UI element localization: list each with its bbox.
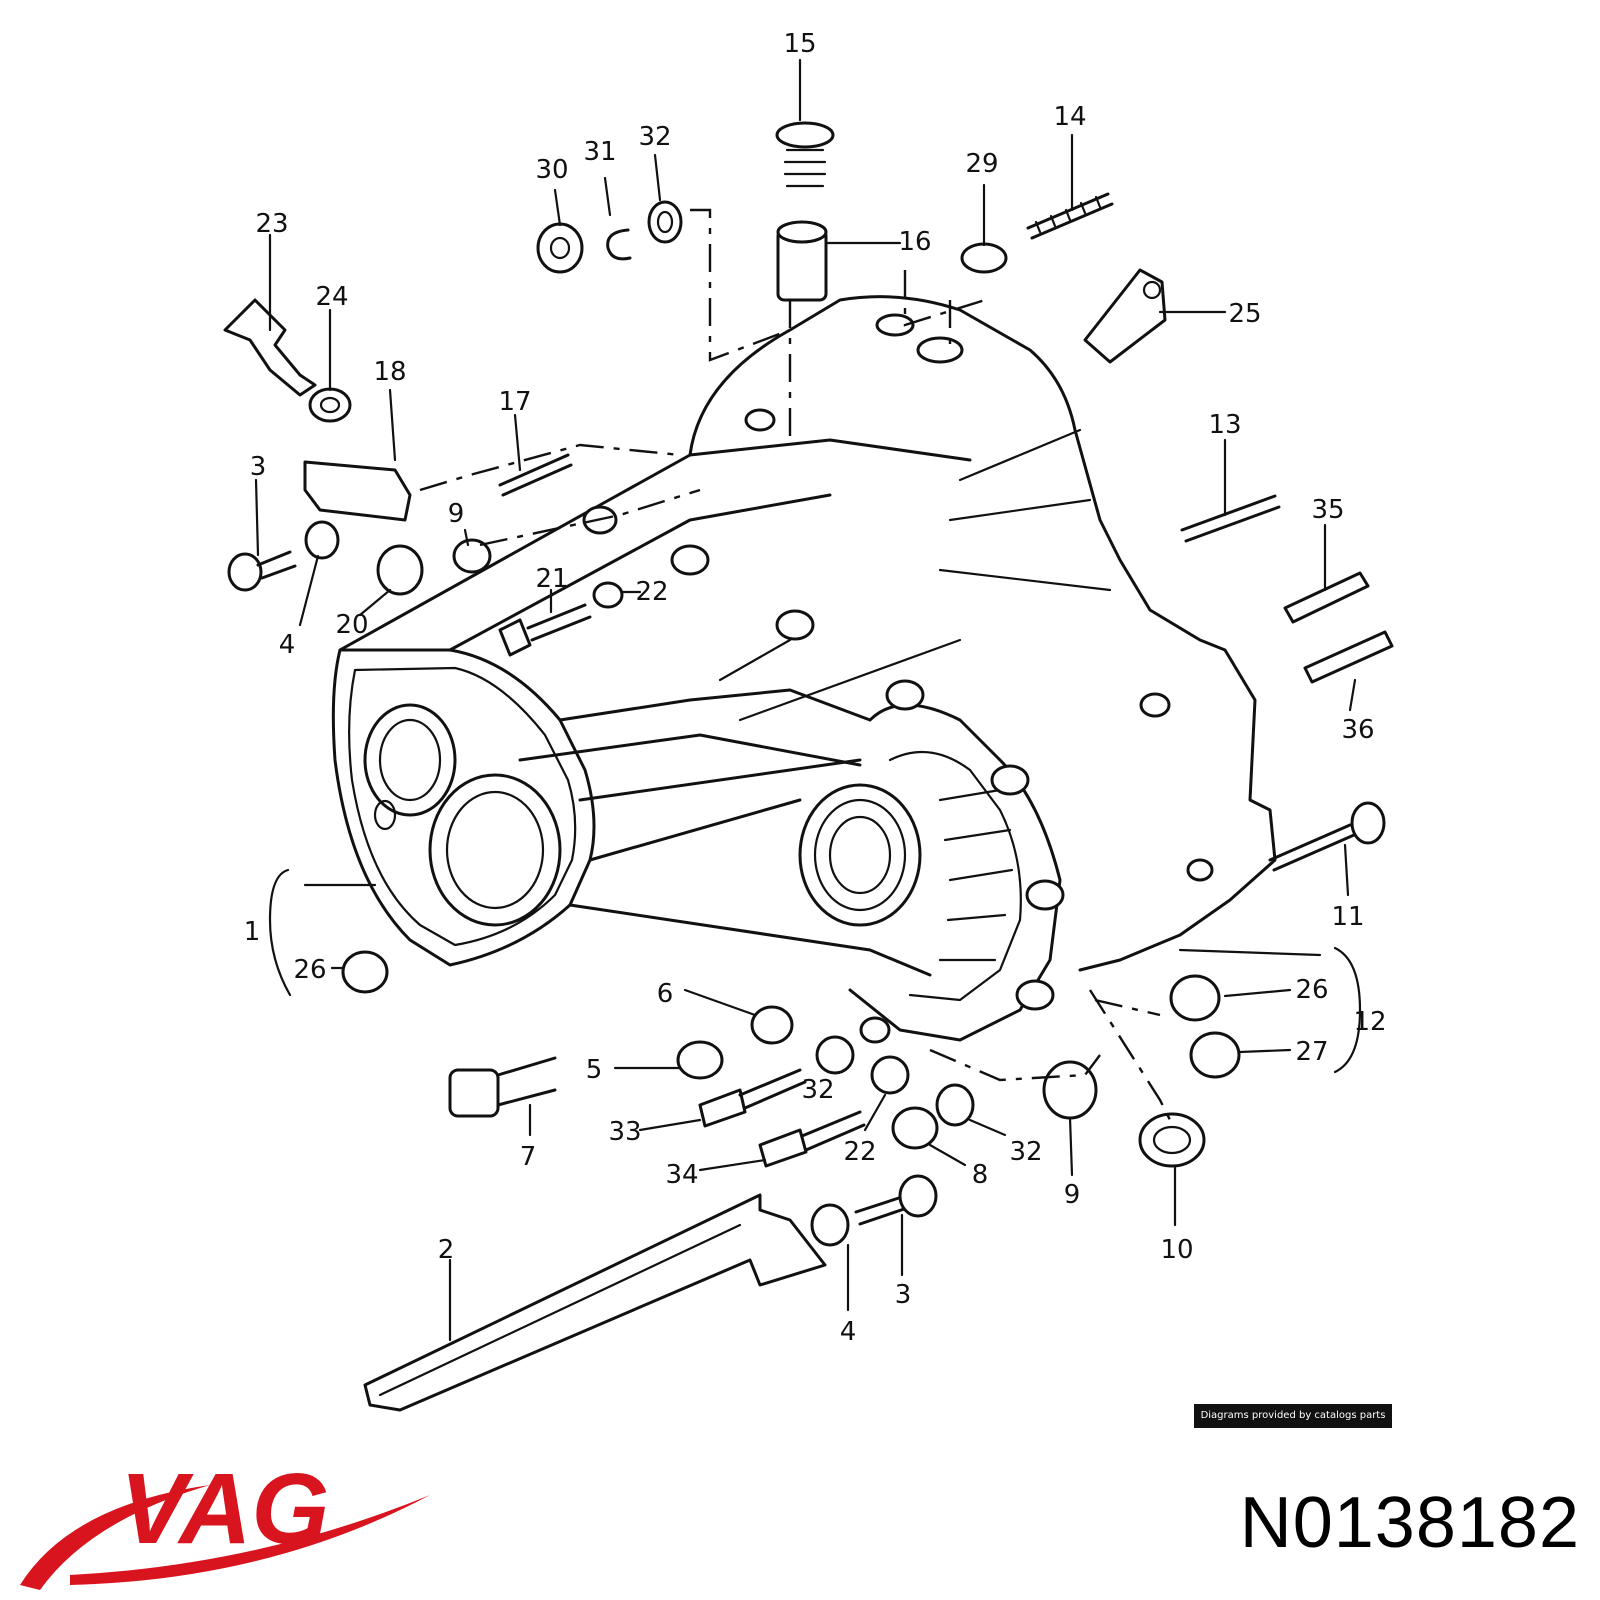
callout-15: 15 (783, 29, 816, 59)
callout-32-mid: 32 (801, 1075, 834, 1105)
callout-31: 31 (583, 137, 616, 167)
callout-23: 23 (255, 209, 288, 239)
callout-9-upper: 9 (448, 499, 465, 529)
callout-5: 5 (586, 1055, 603, 1085)
callout-36: 36 (1341, 715, 1374, 745)
callout-34: 34 (665, 1160, 698, 1190)
callout-14: 14 (1053, 102, 1086, 132)
callout-13: 13 (1208, 410, 1241, 440)
callout-22-upper: 22 (635, 577, 668, 607)
callout-16: 16 (898, 227, 931, 257)
logo-text: VAG (120, 1453, 329, 1565)
callout-26-left: 26 (293, 955, 326, 985)
part-number: N0138182 (1239, 1483, 1580, 1563)
callout-21: 21 (535, 564, 568, 594)
callout-10: 10 (1160, 1235, 1193, 1265)
callout-9-lower: 9 (1064, 1180, 1081, 1210)
callout-22-lower: 22 (843, 1137, 876, 1167)
callout-20: 20 (335, 610, 368, 640)
callout-24: 24 (315, 282, 348, 312)
callout-29: 29 (965, 149, 998, 179)
vag-logo: VAG (20, 1453, 430, 1590)
gearbox-housing (331, 295, 1277, 1044)
callout-30: 30 (535, 155, 568, 185)
diagram-credit-badge: Diagrams provided by catalogs parts (1194, 1404, 1392, 1428)
callout-3-upper: 3 (250, 452, 267, 482)
callout-27: 27 (1295, 1037, 1328, 1067)
callout-3-lower: 3 (895, 1280, 912, 1310)
callout-labels: 15 30 31 32 14 29 23 24 16 25 18 17 3 13… (244, 29, 1387, 1347)
small-parts (223, 121, 1394, 1412)
leader-lines (254, 58, 1362, 1342)
callout-7: 7 (520, 1142, 537, 1172)
logo-underline (70, 1495, 430, 1585)
callout-35: 35 (1311, 495, 1344, 525)
callout-33: 33 (608, 1117, 641, 1147)
callout-11: 11 (1331, 902, 1364, 932)
callout-2: 2 (438, 1235, 455, 1265)
callout-12: 12 (1353, 1007, 1386, 1037)
callout-4-upper: 4 (279, 630, 296, 660)
callout-8: 8 (972, 1160, 989, 1190)
housing-bosses (582, 313, 1214, 1044)
callout-25: 25 (1228, 299, 1261, 329)
callout-26-right: 26 (1295, 975, 1328, 1005)
callout-1: 1 (244, 917, 261, 947)
callout-6: 6 (657, 979, 674, 1009)
callout-32: 32 (638, 122, 671, 152)
callout-32-right: 32 (1009, 1137, 1042, 1167)
callout-18: 18 (373, 357, 406, 387)
logo-swoosh (20, 1485, 210, 1590)
callout-17: 17 (498, 387, 531, 417)
callout-4-lower: 4 (840, 1317, 857, 1347)
